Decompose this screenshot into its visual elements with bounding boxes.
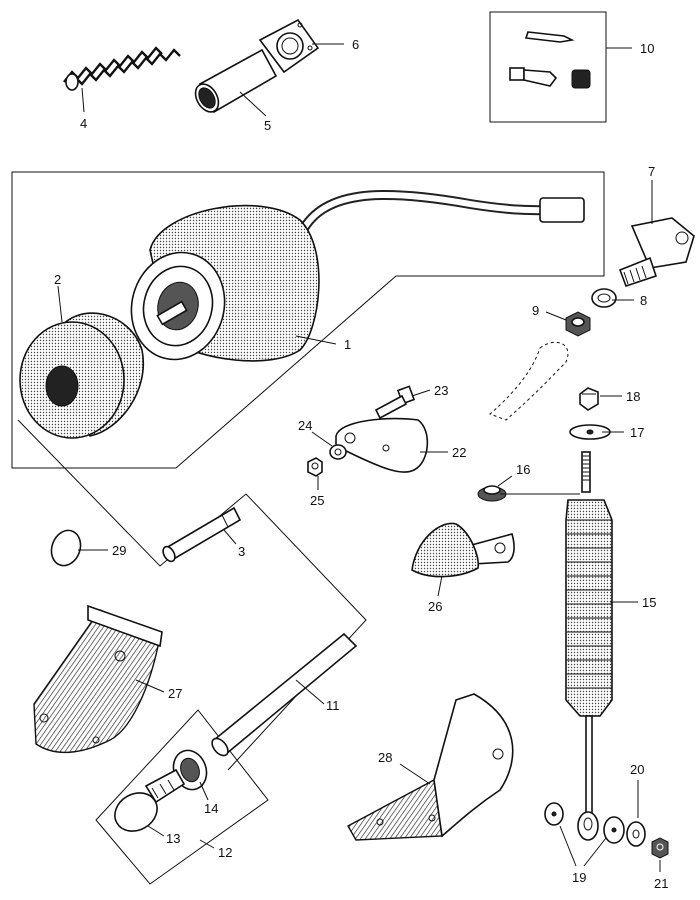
part-29-disc bbox=[50, 529, 82, 567]
callout-18: 18 bbox=[626, 389, 640, 404]
callout-10: 10 bbox=[640, 41, 654, 56]
part-4-spring bbox=[63, 46, 181, 91]
callout-7: 7 bbox=[648, 164, 655, 179]
callout-14: 14 bbox=[204, 801, 218, 816]
part-11-long-tube bbox=[211, 632, 358, 757]
part-25-nut bbox=[307, 457, 323, 477]
part-18-nut bbox=[579, 387, 599, 411]
leader-lines bbox=[57, 43, 661, 872]
part-20-washer bbox=[626, 821, 646, 847]
part-23-bolt bbox=[374, 385, 416, 420]
part-5-tube bbox=[194, 48, 278, 114]
callout-13: 13 bbox=[166, 831, 180, 846]
callout-3: 3 bbox=[238, 544, 245, 559]
callout-12: 12 bbox=[218, 845, 232, 860]
part-2-rubber-boot bbox=[19, 312, 145, 439]
callout-24: 24 bbox=[298, 418, 312, 433]
part-22-bracket bbox=[335, 417, 429, 473]
callout-21: 21 bbox=[654, 876, 668, 891]
part-7-banjo-fitting bbox=[618, 217, 695, 288]
callout-22: 22 bbox=[452, 445, 466, 460]
callout-9: 9 bbox=[532, 303, 539, 318]
part-17-washer bbox=[569, 424, 611, 440]
callout-5: 5 bbox=[264, 118, 271, 133]
part-13-bulb bbox=[114, 768, 186, 832]
part-26-cone-housing bbox=[411, 522, 515, 578]
callout-1: 1 bbox=[344, 337, 351, 352]
callout-15: 15 bbox=[642, 595, 656, 610]
part-24-washer bbox=[329, 444, 347, 460]
callout-6: 6 bbox=[352, 37, 359, 52]
part-21-nut bbox=[651, 837, 669, 859]
part-15-rod-with-boot bbox=[565, 451, 613, 841]
callout-4: 4 bbox=[80, 116, 87, 131]
part-6-flange bbox=[258, 18, 320, 74]
callout-23: 23 bbox=[434, 383, 448, 398]
callout-19: 19 bbox=[572, 870, 586, 885]
part-1-cylinder-assembly bbox=[130, 189, 585, 362]
callout-11: 11 bbox=[326, 698, 340, 713]
callout-25: 25 bbox=[310, 493, 324, 508]
callout-27: 27 bbox=[168, 686, 182, 701]
dashed-lever-outline bbox=[489, 341, 569, 421]
part-27-bracket bbox=[33, 604, 163, 754]
callout-20: 20 bbox=[630, 762, 644, 777]
box-part-12-group bbox=[95, 709, 269, 885]
part-9-nut bbox=[565, 311, 591, 337]
callout-16: 16 bbox=[516, 462, 530, 477]
callout-2: 2 bbox=[54, 272, 61, 287]
part-19-washers bbox=[544, 802, 625, 844]
box-part-10-group bbox=[489, 11, 607, 123]
callout-17: 17 bbox=[630, 425, 644, 440]
part-28-bracket bbox=[347, 693, 514, 841]
callout-29: 29 bbox=[112, 543, 126, 558]
callout-numbers: 1 2 3 4 5 6 7 8 9 10 11 12 13 14 15 16 1… bbox=[54, 37, 668, 891]
callout-8: 8 bbox=[640, 293, 647, 308]
part-3-pin bbox=[162, 506, 242, 563]
callout-26: 26 bbox=[428, 599, 442, 614]
part-8-washer bbox=[591, 288, 617, 308]
box-part-1-group bbox=[11, 171, 605, 469]
part-10-fittings bbox=[509, 31, 591, 89]
callout-28: 28 bbox=[378, 750, 392, 765]
